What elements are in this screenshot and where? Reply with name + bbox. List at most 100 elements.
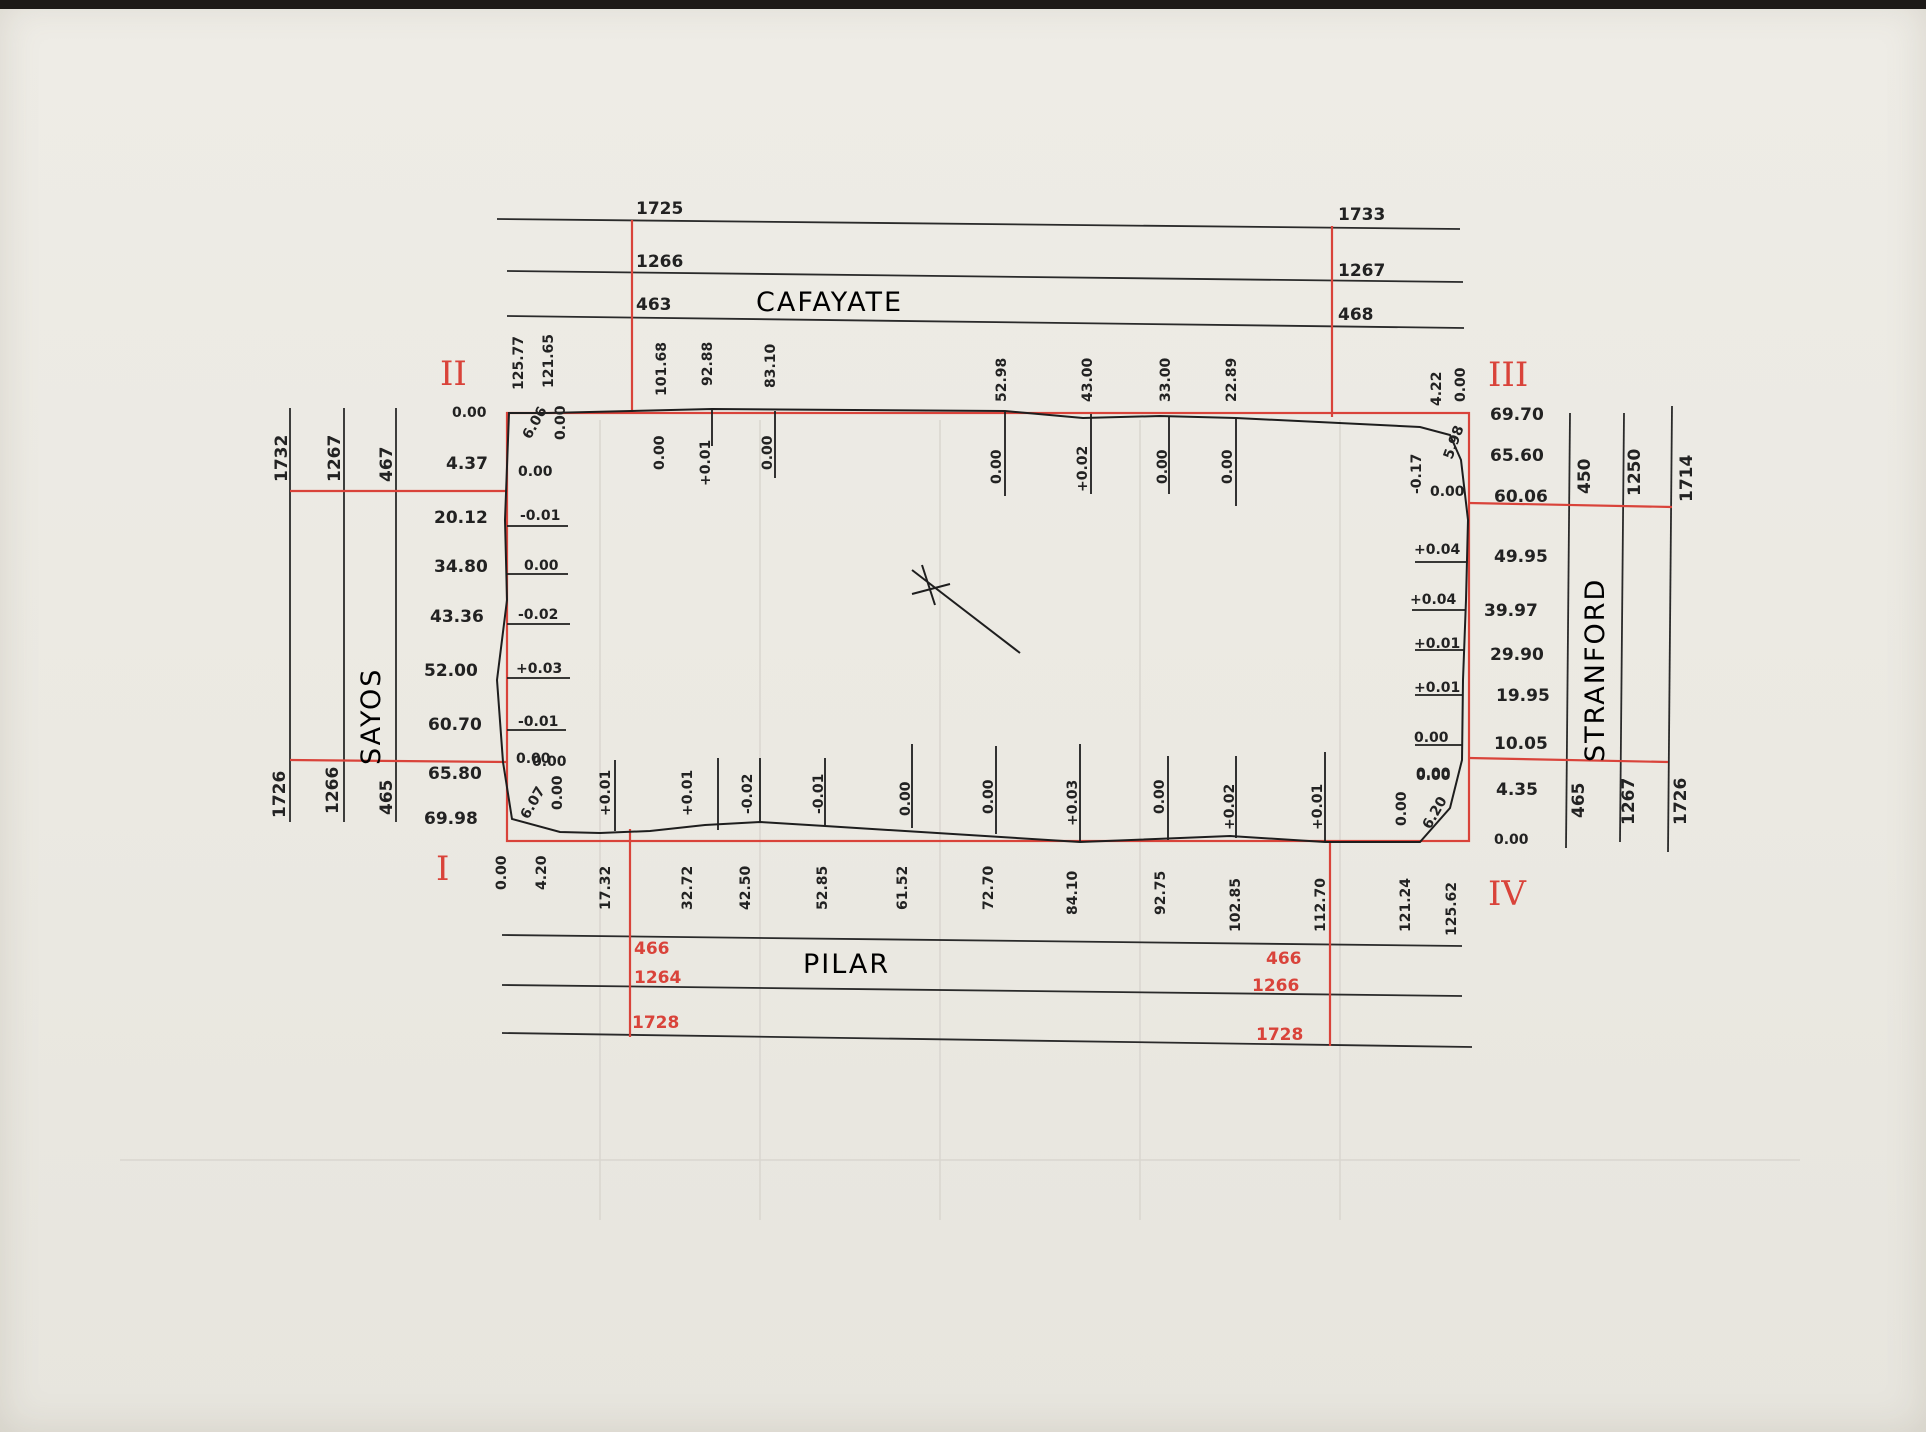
south-station-labels: 0.00 4.20 17.32 32.72 42.50 52.85 61.52 … <box>494 855 1460 936</box>
south-station: 0.00 <box>494 855 510 890</box>
south-station: 52.85 <box>815 866 831 910</box>
south-right-label-2: 1266 <box>1252 976 1299 996</box>
south-station: 121.24 <box>1398 878 1414 932</box>
east-street-line-2 <box>1619 412 1625 843</box>
south-offset: +0.01 <box>598 770 614 816</box>
north-station: 52.98 <box>994 358 1010 402</box>
west-offset-labels: 0.00 -0.01 0.00 -0.02 +0.03 -0.01 0.00 <box>516 464 562 767</box>
north-station: 22.89 <box>1224 358 1240 402</box>
west-station: 69.98 <box>424 809 478 829</box>
north-left-label-2: 1266 <box>636 252 683 272</box>
south-right-label-1: 466 <box>1266 949 1302 969</box>
east-street-line-3 <box>1667 405 1673 853</box>
north-offset: 0.00 <box>760 435 776 470</box>
north-station: 121.65 <box>541 334 557 388</box>
east-offset-labels: +0.04 +0.04 +0.01 +0.01 0.00 0.00 <box>1410 542 1461 782</box>
corner-label-i: I <box>436 849 449 889</box>
south-station: 112.70 <box>1313 878 1329 932</box>
east-station: 10.05 <box>1494 734 1548 754</box>
south-station: 4.20 <box>534 855 550 890</box>
north-offset: 0.00 <box>989 449 1005 484</box>
west-axis-bottom <box>289 758 508 764</box>
west-offset: -0.01 <box>520 508 560 524</box>
north-station: 0.00 <box>1453 367 1469 402</box>
north-left-label-1: 1725 <box>636 199 683 219</box>
corner-label-iv: IV <box>1488 874 1527 914</box>
west-top-label-2: 1267 <box>325 435 345 482</box>
south-station: 125.62 <box>1444 882 1460 936</box>
corner-label-iii: III <box>1488 355 1528 395</box>
north-street-line-3 <box>506 315 1465 329</box>
east-offset: +0.04 <box>1414 542 1461 558</box>
south-offset: -0.01 <box>811 774 827 814</box>
block-boundary-red <box>505 411 1471 843</box>
west-top-label-3: 467 <box>377 447 397 483</box>
east-bottom-label-3: 1726 <box>1671 778 1691 825</box>
south-station: 84.10 <box>1065 870 1081 915</box>
east-station: 29.90 <box>1490 645 1544 665</box>
east-offset: +0.01 <box>1414 636 1460 652</box>
south-offset: -0.02 <box>740 774 756 814</box>
north-offset-labels: 6.06 0.00 0.00 +0.01 0.00 0.00 +0.02 0.0… <box>520 404 1468 500</box>
west-station: 65.80 <box>428 764 482 784</box>
street-name-south: PILAR <box>803 949 890 980</box>
east-parcel-labels: 450 1250 1714 465 1267 1726 <box>1569 449 1697 825</box>
east-top-label-1: 450 <box>1575 458 1595 494</box>
south-street-line-3 <box>501 1032 1473 1048</box>
east-station: 0.00 <box>1494 832 1529 848</box>
north-right-label-3: 468 <box>1338 305 1374 325</box>
north-offset: 0.00 <box>1430 484 1465 500</box>
north-left-label-3: 463 <box>636 295 672 315</box>
east-bottom-label-2: 1267 <box>1619 778 1639 825</box>
west-station: 34.80 <box>434 557 488 577</box>
west-station: 52.00 <box>424 661 478 681</box>
south-offset: 0.00 <box>532 754 567 770</box>
south-street-line-1 <box>501 934 1463 947</box>
north-offset: 0.00 <box>1155 449 1171 484</box>
north-offset-ticks <box>711 409 1237 506</box>
red-reference-lines <box>289 220 1673 1046</box>
west-station: 60.70 <box>428 715 482 735</box>
north-offset: +0.01 <box>698 440 714 486</box>
south-offset: 0.00 <box>550 775 566 810</box>
north-offset: 6.06 <box>520 404 551 442</box>
corner-label-ii: II <box>440 354 467 394</box>
north-arrow-icon <box>911 564 1021 654</box>
west-bottom-label-1: 1726 <box>270 771 290 818</box>
south-station: 32.72 <box>680 866 696 910</box>
east-bottom-label-1: 465 <box>1569 783 1589 819</box>
west-offset-ticks <box>507 525 570 731</box>
east-offset-ticks <box>1412 561 1466 746</box>
south-offset: 0.00 <box>1152 779 1168 814</box>
west-bottom-label-2: 1266 <box>323 767 343 814</box>
south-offset: 0.00 <box>1394 791 1410 826</box>
north-station: 125.77 <box>511 336 527 390</box>
north-station-labels: 125.77 121.65 101.68 92.88 83.10 52.98 4… <box>511 334 1469 406</box>
north-offset: +0.02 <box>1075 446 1091 492</box>
north-station: 83.10 <box>763 343 779 388</box>
south-station: 61.52 <box>895 866 911 910</box>
south-left-label-1: 466 <box>634 939 670 959</box>
south-left-label-2: 1264 <box>634 968 681 988</box>
south-offset: +0.01 <box>1310 784 1326 830</box>
south-left-label-3: 1728 <box>632 1013 679 1033</box>
scan-edge <box>0 0 1926 9</box>
east-station: 39.97 <box>1484 601 1538 621</box>
west-station: 20.12 <box>434 508 488 528</box>
north-station: 101.68 <box>654 342 670 396</box>
south-station: 17.32 <box>598 866 614 910</box>
north-right-label-2: 1267 <box>1338 261 1385 281</box>
north-offset: 0.00 <box>1220 449 1236 484</box>
street-name-north: CAFAYATE <box>756 287 903 318</box>
south-offset: 0.00 <box>898 781 914 816</box>
east-station-labels: 69.70 65.60 60.06 49.95 39.97 29.90 19.9… <box>1484 405 1550 848</box>
east-station: 60.06 <box>1494 487 1548 507</box>
measured-block-outline <box>495 407 1470 844</box>
east-station: 49.95 <box>1494 547 1548 567</box>
west-station: 43.36 <box>430 607 484 627</box>
east-top-label-3: 1714 <box>1677 455 1697 502</box>
east-station: 65.60 <box>1490 446 1544 466</box>
south-offset-labels: 6.07 0.00 0.00 +0.01 +0.01 -0.02 -0.01 0… <box>518 754 1451 832</box>
north-right-label-1: 1733 <box>1338 205 1385 225</box>
